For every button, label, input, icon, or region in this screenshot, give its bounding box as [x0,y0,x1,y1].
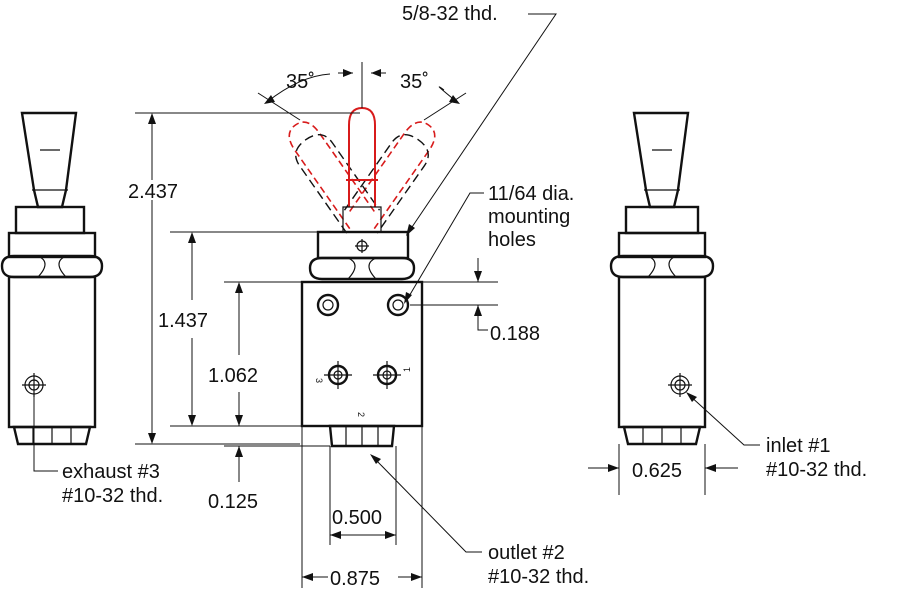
callout-outlet-2: #10-32 thd. [488,566,589,588]
callout-exhaust-1: exhaust #3 [62,461,160,483]
callout-mounting-holes-1: 11/64 dia. [488,183,574,205]
right-side-view [609,111,715,446]
dimension-labels: 35˚ 35˚ 2.437 1.437 1.062 0.125 0.188 0.… [62,3,867,590]
leader-lines [33,13,760,553]
label-body-width: 0.875 [330,568,380,590]
callout-thread-top: 5/8-32 thd. [402,3,498,25]
label-hex-height: 0.125 [208,491,258,513]
callout-mounting-holes-2: mounting [488,206,570,228]
label-body-height: 1.437 [158,310,208,332]
port-number-right: 1 [402,367,412,372]
label-hole-spacing: 0.188 [490,323,540,345]
callout-outlet-1: outlet #2 [488,542,565,564]
label-throw-right: 35˚ [400,71,429,93]
callout-mounting-holes-3: holes [488,229,536,251]
callout-inlet-2: #10-32 thd. [766,459,867,481]
callout-inlet-1: inlet #1 [766,435,831,457]
label-throw-left: 35˚ [286,71,315,93]
label-overall-height: 2.437 [128,181,178,203]
label-port-height: 1.062 [208,365,258,387]
label-port-spacing: 0.500 [332,507,382,529]
port-number-bottom: 2 [356,412,366,417]
label-side-width: 0.625 [632,460,682,482]
dimension-lines [135,62,738,588]
callout-exhaust-2: #10-32 thd. [62,485,163,507]
left-side-view [0,111,104,446]
port-number-left: 3 [314,378,324,383]
center-front-view [288,106,436,448]
